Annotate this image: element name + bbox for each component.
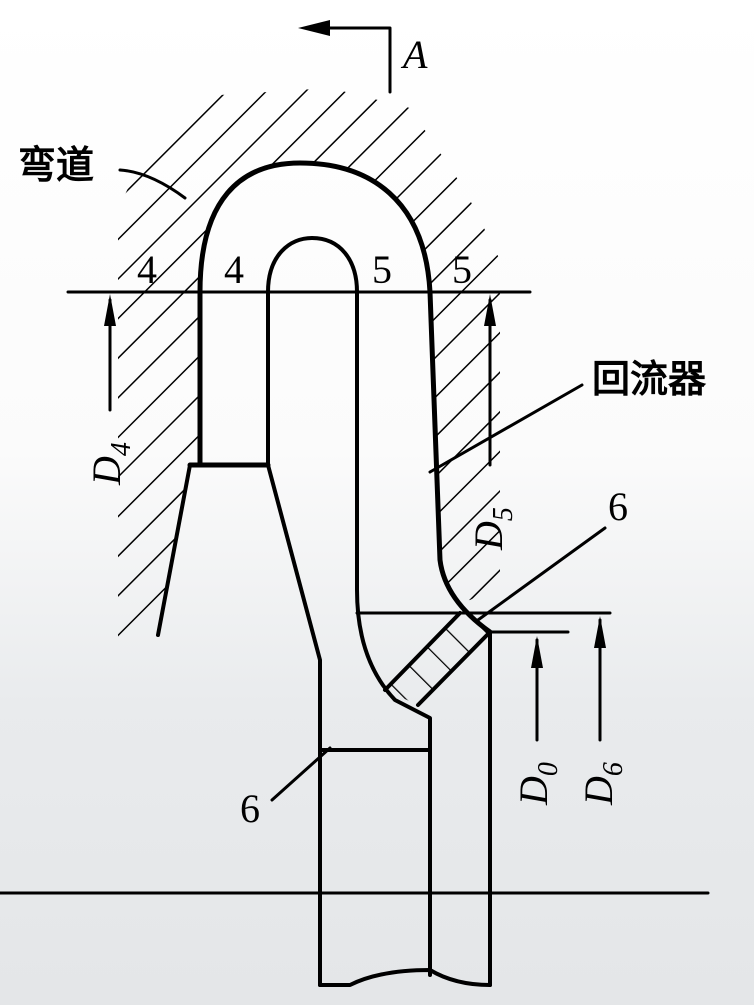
- station-4-outer: 4: [137, 247, 157, 292]
- svg-text:D0: D0: [511, 762, 564, 806]
- section-label: A: [400, 32, 428, 77]
- section-arrow: A: [298, 20, 428, 94]
- bend-label: 弯道: [18, 143, 94, 187]
- svg-text:D5: D5: [466, 507, 519, 551]
- svg-text:D6: D6: [576, 762, 629, 806]
- return-channel-label: 回流器: [592, 357, 707, 401]
- leader-6-upper: [476, 526, 607, 622]
- dim-d4: D4: [84, 294, 137, 486]
- leader-bend: [118, 168, 187, 200]
- diagonal-band: [385, 613, 490, 705]
- band-line-upper: [383, 611, 462, 692]
- leader-6-lower: [270, 746, 332, 802]
- station-5-outer: 5: [452, 247, 472, 292]
- bend-outer-wall: [197, 160, 493, 635]
- band-line-lower: [416, 630, 492, 707]
- svg-text:D4: D4: [84, 442, 137, 486]
- station-4-inner: 4: [224, 247, 244, 292]
- leader-return-channel: [428, 383, 584, 474]
- station-6-lower: 6: [240, 786, 260, 831]
- diffuser-wall: [156, 463, 192, 637]
- dim-d6: D6: [576, 616, 629, 806]
- station-6-upper: 6: [608, 484, 628, 529]
- dim-d0: D0: [511, 636, 564, 806]
- arrow-left-icon: [298, 20, 330, 36]
- station-5-inner: 5: [372, 247, 392, 292]
- break-line: [318, 968, 492, 987]
